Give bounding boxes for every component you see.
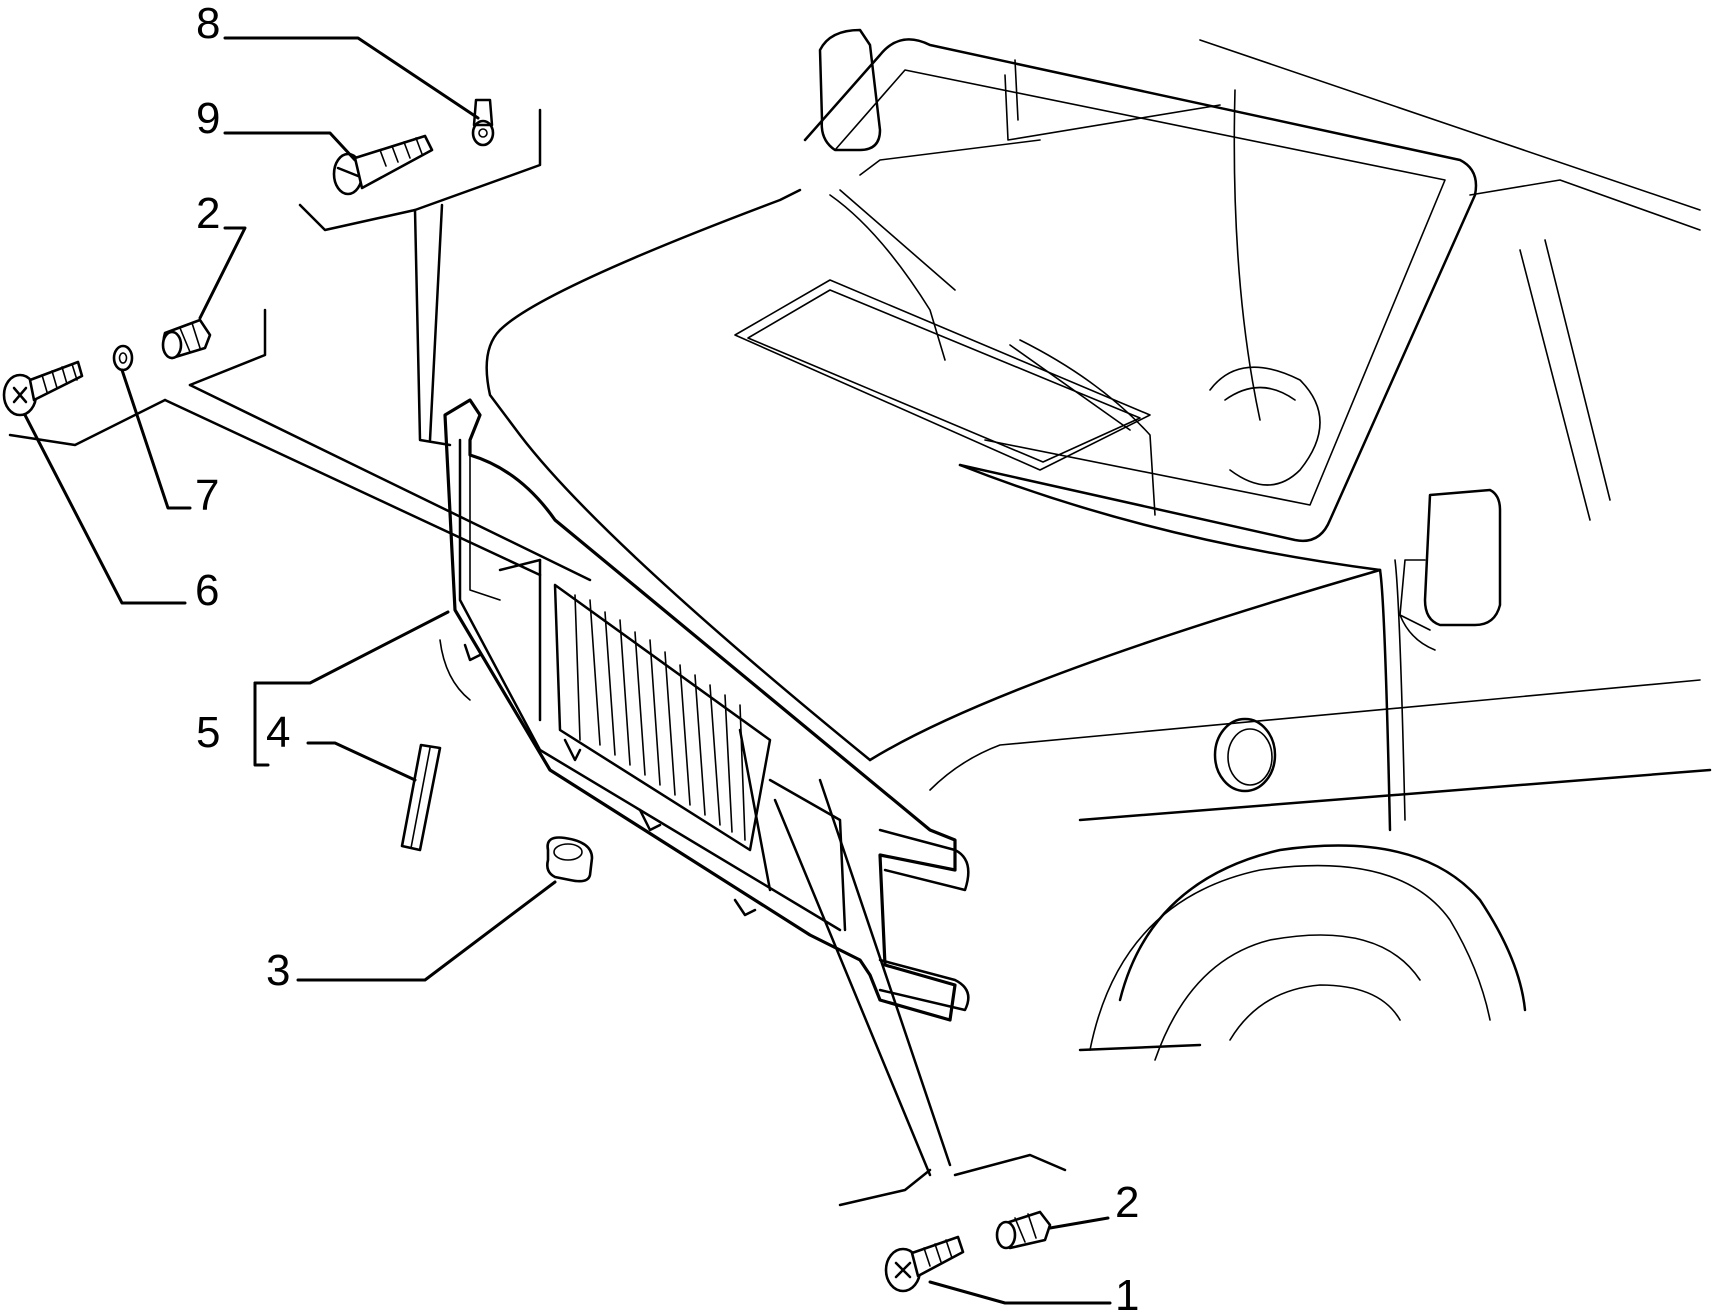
callout-7: 7 <box>195 471 219 520</box>
part-2-rivet-nut-bottom <box>995 1210 1052 1250</box>
callout-6: 6 <box>195 566 219 615</box>
leader-8 <box>223 36 480 120</box>
part-4-trim-strip <box>400 743 442 852</box>
callout-5: 5 <box>196 708 220 757</box>
part-2-rivet-nut-top <box>161 318 212 360</box>
part-7-washer <box>112 344 134 372</box>
leader-4 <box>306 741 417 782</box>
leader-2-bottom <box>1048 1216 1110 1230</box>
leader-1 <box>928 1280 1112 1305</box>
leader-6 <box>23 413 187 605</box>
leader-2-top <box>198 226 247 320</box>
leader-5 <box>253 610 450 685</box>
leader-3 <box>296 880 557 982</box>
part-1-screw <box>884 1235 965 1293</box>
callout-labels: 8 9 2 7 6 5 4 3 2 1 <box>195 0 1139 1313</box>
front-grille-panel <box>443 398 957 1022</box>
part-9-bolt <box>332 134 434 196</box>
leader-7 <box>120 368 192 510</box>
part-3-grommet <box>546 836 594 883</box>
callout-4: 4 <box>266 708 290 757</box>
callout-1: 1 <box>1115 1271 1139 1313</box>
leader-lines <box>23 36 1112 1305</box>
exploded-view-lines <box>8 108 1067 1207</box>
callout-2-top: 2 <box>196 189 220 238</box>
vehicle-cab-outline <box>439 28 1712 1061</box>
callout-2-bottom: 2 <box>1115 1178 1139 1227</box>
callout-8: 8 <box>196 0 220 48</box>
part-6-screw <box>2 360 84 417</box>
part-8-clip <box>471 98 495 147</box>
leader-9 <box>223 131 357 162</box>
callout-9: 9 <box>196 94 220 143</box>
callout-3: 3 <box>266 946 290 995</box>
